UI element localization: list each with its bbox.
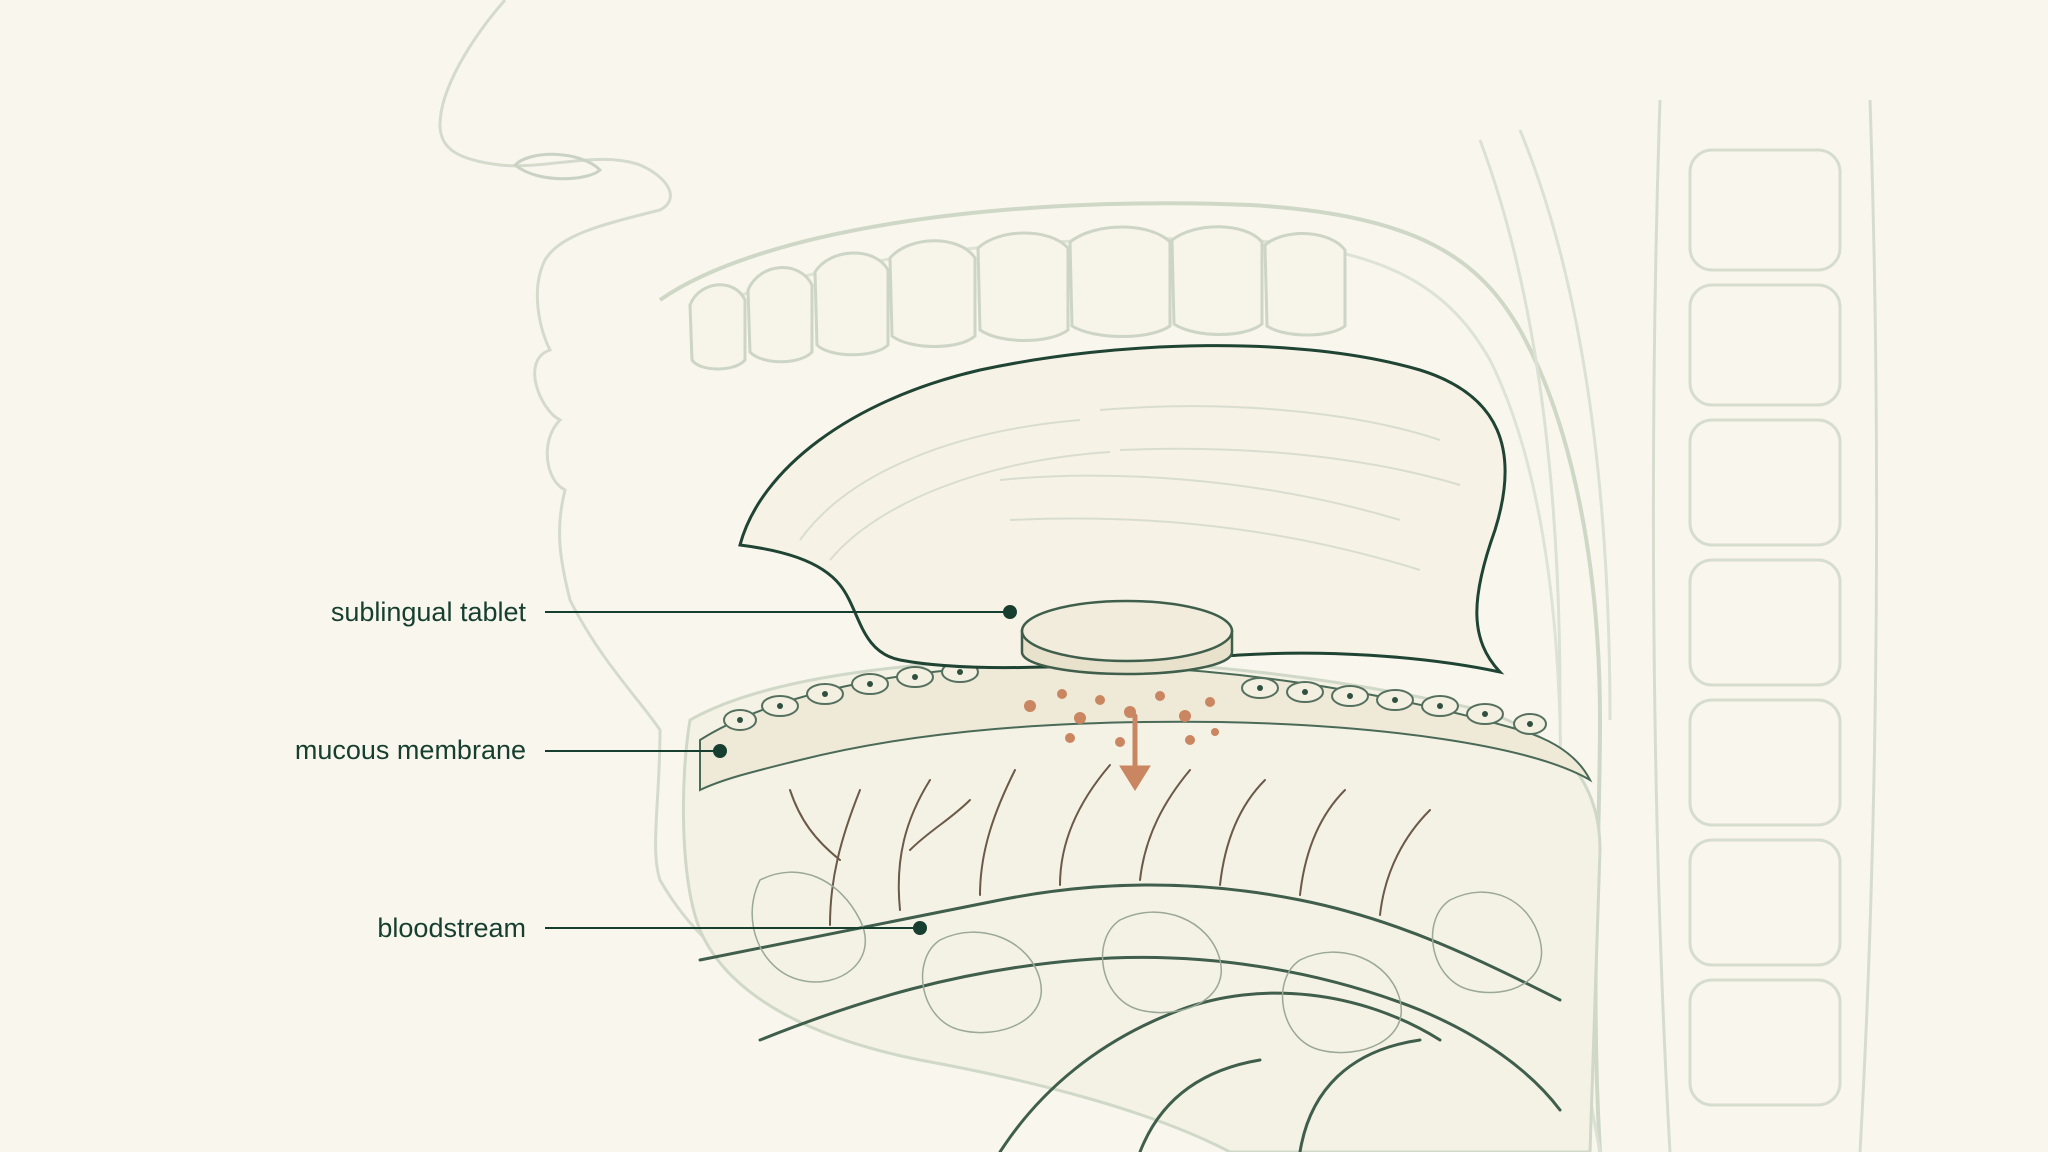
sublingual-tablet-pill bbox=[1020, 599, 1234, 676]
sublingual-tablet-label: sublingual tablet bbox=[330, 597, 526, 627]
cervical-spine bbox=[1651, 99, 1879, 1152]
bloodstream-label: bloodstream bbox=[377, 913, 526, 943]
absorption-arrow-icon bbox=[1119, 713, 1151, 791]
mucous-membrane-label: mucous membrane bbox=[294, 735, 526, 765]
leader-lines bbox=[545, 605, 1017, 935]
tongue bbox=[738, 344, 1507, 675]
capillaries bbox=[789, 764, 1431, 926]
tongue-texture bbox=[799, 405, 1461, 571]
vessel-mesh bbox=[751, 871, 1543, 1054]
upper-teeth bbox=[688, 225, 1347, 371]
bloodstream-anchor-dot bbox=[913, 921, 927, 935]
tablet-anchor-dot bbox=[1003, 605, 1017, 619]
mucous-anchor-dot bbox=[713, 744, 727, 758]
cell-nuclei bbox=[737, 669, 1533, 727]
nostril bbox=[512, 152, 603, 181]
